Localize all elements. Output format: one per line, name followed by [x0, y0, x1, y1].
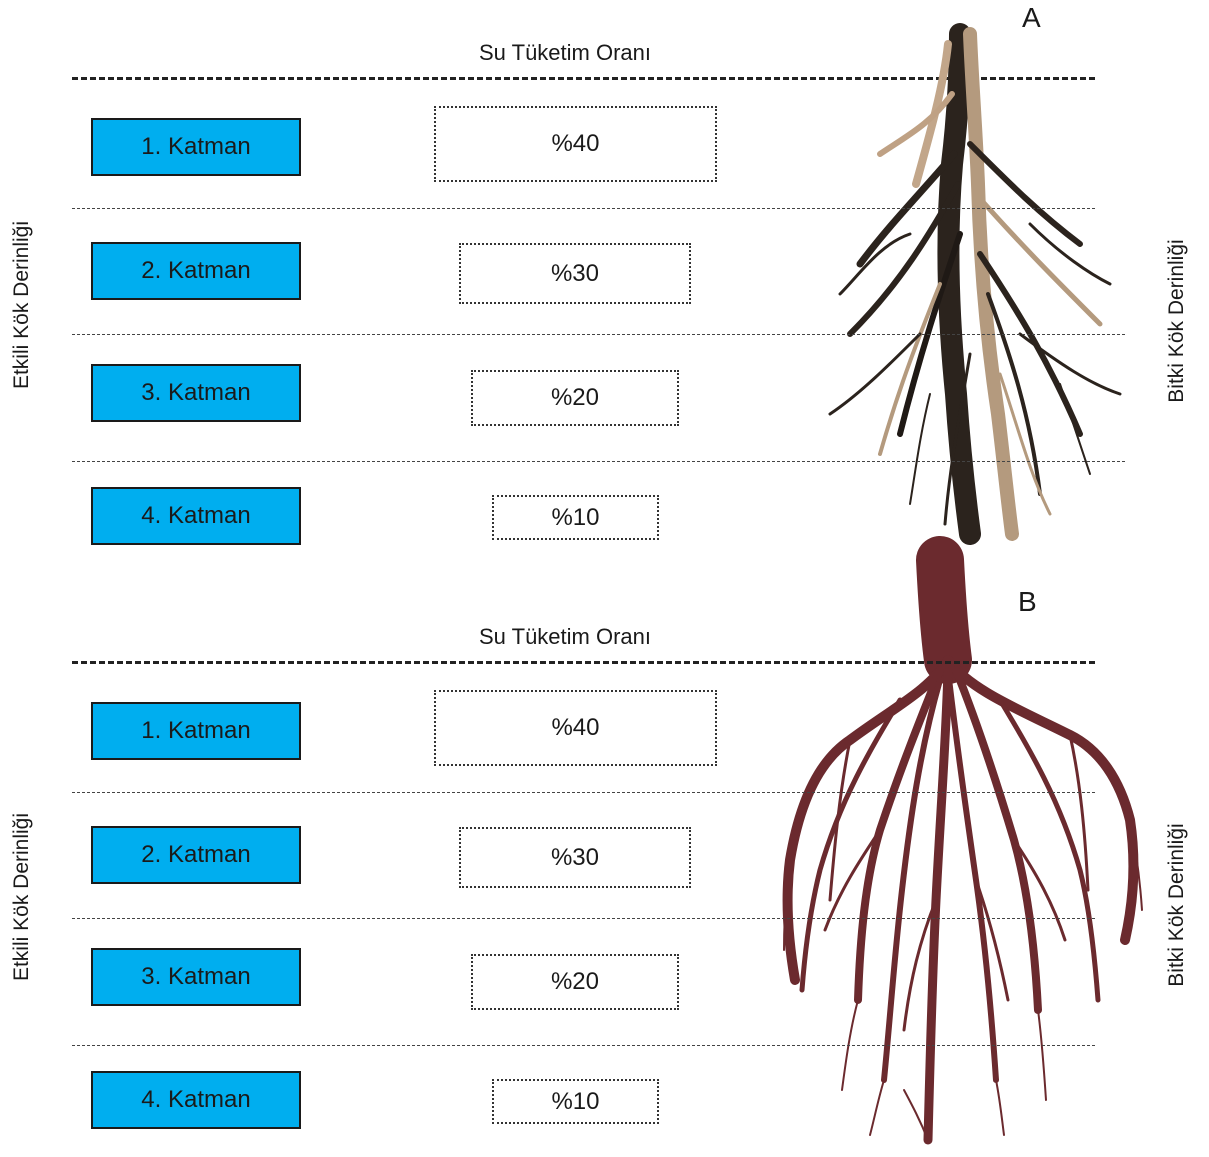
layer-4-box: 4. Katman: [91, 1071, 301, 1129]
layer-divider: [72, 334, 1125, 335]
layer-divider: [72, 918, 1095, 919]
effective-root-depth-label: Etkili Kök Derinliği: [10, 813, 34, 981]
layer-4-rate: %10: [492, 495, 659, 540]
layer-2-rate: %30: [459, 827, 691, 888]
layer-1-rate: %40: [434, 106, 717, 182]
plant-root-depth-label: Bitki Kök Derinliği: [1165, 823, 1189, 986]
layer-4-rate: %10: [492, 1079, 659, 1124]
root-system-illustration: [780, 560, 1150, 1157]
layer-4-box: 4. Katman: [91, 487, 301, 545]
layer-divider: [72, 1045, 1095, 1046]
effective-root-depth-label: Etkili Kök Derinliği: [10, 221, 34, 389]
water-consumption-heading: Su Tüketim Oranı: [365, 40, 765, 66]
panel-b: B Su Tüketim Oranı Etkili Kök Derinliği …: [0, 560, 1209, 1157]
surface-line: [72, 661, 1095, 664]
root-system-illustration: [820, 34, 1130, 544]
layer-3-rate: %20: [471, 954, 679, 1010]
layer-2-box: 2. Katman: [91, 242, 301, 300]
layer-2-rate: %30: [459, 243, 691, 304]
panel-a: A Su Tüketim Oranı Etkili Kök Derinliği …: [0, 0, 1209, 560]
panel-letter: B: [1018, 586, 1037, 618]
water-consumption-heading: Su Tüketim Oranı: [365, 624, 765, 650]
layer-1-box: 1. Katman: [91, 118, 301, 176]
layer-1-box: 1. Katman: [91, 702, 301, 760]
layer-3-box: 3. Katman: [91, 948, 301, 1006]
layer-3-rate: %20: [471, 370, 679, 426]
layer-divider: [72, 208, 1095, 209]
plant-root-depth-label: Bitki Kök Derinliği: [1165, 239, 1189, 402]
layer-divider: [72, 461, 1125, 462]
layer-1-rate: %40: [434, 690, 717, 766]
layer-3-box: 3. Katman: [91, 364, 301, 422]
layer-2-box: 2. Katman: [91, 826, 301, 884]
layer-divider: [72, 792, 1095, 793]
panel-letter: A: [1022, 2, 1041, 34]
